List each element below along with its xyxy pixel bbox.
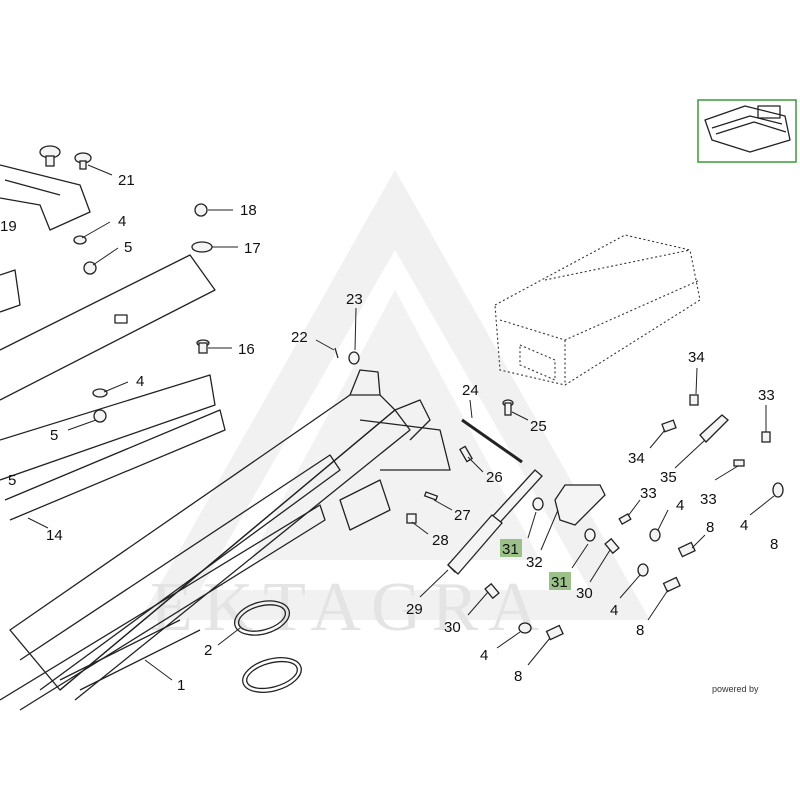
location-thumbnail[interactable] xyxy=(697,99,797,163)
callout-24[interactable]: 24 xyxy=(462,382,479,399)
callout-4[interactable]: 4 xyxy=(740,517,748,534)
callout-4[interactable]: 4 xyxy=(676,497,684,514)
callout-29[interactable]: 29 xyxy=(406,601,423,618)
callout-25[interactable]: 25 xyxy=(530,418,547,435)
callout-4[interactable]: 4 xyxy=(136,373,144,390)
watermark: EKTAGRA xyxy=(140,170,650,646)
callout-27[interactable]: 27 xyxy=(454,507,471,524)
callout-4[interactable]: 4 xyxy=(610,602,618,619)
part-31-highlights[interactable] xyxy=(500,539,571,590)
callout-16[interactable]: 16 xyxy=(238,341,255,358)
callout-28[interactable]: 28 xyxy=(432,532,449,549)
callout-labels: 21 19 4 5 18 17 16 23 22 4 5 5 14 24 25 … xyxy=(0,172,778,694)
callout-5[interactable]: 5 xyxy=(124,239,132,256)
context-housing xyxy=(494,234,701,386)
callout-33[interactable]: 33 xyxy=(758,387,775,404)
callout-30[interactable]: 30 xyxy=(576,585,593,602)
callout-14[interactable]: 14 xyxy=(46,527,63,544)
callout-31[interactable]: 31 xyxy=(502,541,519,558)
callout-4[interactable]: 4 xyxy=(480,647,488,664)
leader-lines xyxy=(27,164,775,681)
bracket-19[interactable] xyxy=(0,164,91,231)
hardware[interactable] xyxy=(39,145,784,641)
callout-8[interactable]: 8 xyxy=(514,668,522,685)
callout-5[interactable]: 5 xyxy=(50,427,58,444)
callout-32[interactable]: 32 xyxy=(526,554,543,571)
highlight-box[interactable] xyxy=(549,572,571,590)
callout-23[interactable]: 23 xyxy=(346,291,363,308)
callout-4[interactable]: 4 xyxy=(118,213,126,230)
callout-21[interactable]: 21 xyxy=(118,172,135,189)
watermark-text: EKTAGRA xyxy=(150,569,549,646)
side-panels[interactable] xyxy=(0,254,226,521)
highlight-box[interactable] xyxy=(500,539,522,557)
callout-26[interactable]: 26 xyxy=(486,469,503,486)
callout-5[interactable]: 5 xyxy=(8,472,16,489)
callout-33[interactable]: 33 xyxy=(700,491,717,508)
callout-1[interactable]: 1 xyxy=(177,677,185,694)
callout-19[interactable]: 19 xyxy=(0,218,17,235)
callout-34[interactable]: 34 xyxy=(688,349,705,366)
powered-by-label: powered by xyxy=(712,684,759,694)
callout-33[interactable]: 33 xyxy=(640,485,657,502)
callout-30[interactable]: 30 xyxy=(444,619,461,636)
callout-31[interactable]: 31 xyxy=(551,574,568,591)
callout-17[interactable]: 17 xyxy=(244,240,261,257)
callout-35[interactable]: 35 xyxy=(660,469,677,486)
callout-18[interactable]: 18 xyxy=(240,202,257,219)
callout-8[interactable]: 8 xyxy=(636,622,644,639)
callout-8[interactable]: 8 xyxy=(770,536,778,553)
callout-22[interactable]: 22 xyxy=(291,329,308,346)
main-frame[interactable] xyxy=(0,369,451,711)
callout-8[interactable]: 8 xyxy=(706,519,714,536)
callout-2[interactable]: 2 xyxy=(204,642,212,659)
gaskets-2[interactable] xyxy=(231,595,305,698)
callout-34[interactable]: 34 xyxy=(628,450,645,467)
